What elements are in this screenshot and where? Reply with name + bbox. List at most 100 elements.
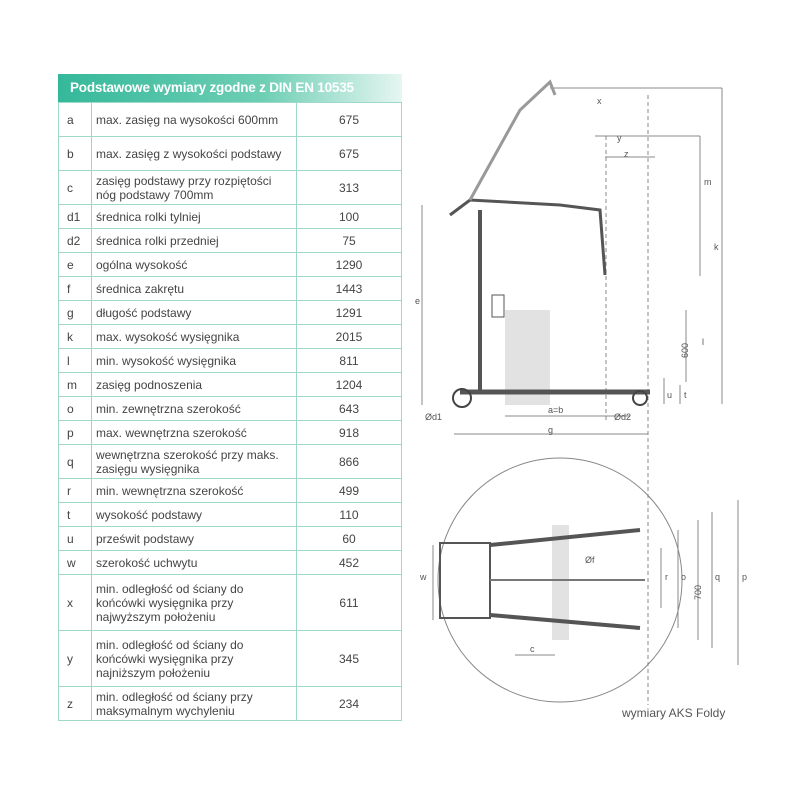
side-view-dimension-lines (421, 87, 723, 705)
row-key: p (58, 420, 92, 445)
row-key: m (58, 372, 92, 397)
row-key: l (58, 348, 92, 373)
row-key: t (58, 502, 92, 527)
row-value: 60 (296, 526, 402, 551)
label-m: m (704, 177, 712, 187)
label-g: g (548, 425, 553, 435)
label-w: w (419, 572, 427, 582)
base-leg-upper (489, 528, 641, 547)
row-value: 811 (296, 348, 402, 373)
row-key: b (58, 136, 92, 171)
row-description: prześwit podstawy (91, 526, 297, 551)
row-description: min. odległość od ściany do końcówki wys… (91, 574, 297, 631)
top-reference-block (552, 525, 569, 640)
row-description: max. zasięg z wysokości podstawy (91, 136, 297, 171)
row-key: u (58, 526, 92, 551)
label-600: 600 (680, 343, 690, 358)
label-q: q (715, 572, 720, 582)
label-t: t (684, 390, 687, 400)
label-k: k (714, 242, 719, 252)
row-description: długość podstawy (91, 300, 297, 325)
spec-table-panel: Podstawowe wymiary zgodne z DIN EN 10535… (58, 74, 402, 721)
row-description: wewnętrzna szerokość przy maks. zasięgu … (91, 444, 297, 479)
row-description: średnica zakrętu (91, 276, 297, 301)
label-x: x (597, 96, 602, 106)
control-box (491, 294, 505, 318)
row-description: szerokość uchwytu (91, 550, 297, 575)
row-key: e (58, 252, 92, 277)
row-value: 1443 (296, 276, 402, 301)
label-ab: a=b (548, 405, 563, 415)
row-key: d2 (58, 228, 92, 253)
label-z: z (624, 149, 629, 159)
label-l: l (702, 337, 704, 347)
row-value: 1291 (296, 300, 402, 325)
row-value: 2015 (296, 324, 402, 349)
label-u: u (667, 390, 672, 400)
label-d2: Ød2 (614, 412, 631, 422)
row-value: 452 (296, 550, 402, 575)
row-description: min. wewnętrzna szerokość (91, 478, 297, 503)
boom-low (449, 198, 607, 276)
lift-side-view (449, 79, 650, 408)
label-p: p (742, 572, 747, 582)
row-description: max. wysokość wysięgnika (91, 324, 297, 349)
row-value: 918 (296, 420, 402, 445)
label-y: y (617, 133, 622, 143)
row-description: min. odległość od ściany do końcówki wys… (91, 630, 297, 687)
label-o: o (681, 572, 686, 582)
row-value: 1290 (296, 252, 402, 277)
row-description: wysokość podstawy (91, 502, 297, 527)
row-description: zasięg podnoszenia (91, 372, 297, 397)
row-description: max. zasięg na wysokości 600mm (91, 102, 297, 137)
label-700: 700 (693, 585, 703, 600)
row-value: 234 (296, 686, 402, 721)
top-view-dimension-lines (432, 457, 739, 703)
row-value: 611 (296, 574, 402, 631)
boom-high (468, 79, 557, 201)
row-key: g (58, 300, 92, 325)
rear-wheel-icon (452, 388, 472, 408)
label-f: Øf (585, 555, 595, 565)
row-key: o (58, 396, 92, 421)
front-wheel-icon (632, 390, 648, 406)
diagram-labels: x y z m k l e 600 u t Ød1 Ød2 a=b g w Øf… (415, 96, 747, 654)
dimension-diagram: x y z m k l e 600 u t Ød1 Ød2 a=b g w Øf… (415, 79, 747, 705)
label-c: c (530, 644, 535, 654)
row-description: średnica rolki przedniej (91, 228, 297, 253)
row-key: z (58, 686, 92, 721)
row-description: min. wysokość wysięgnika (91, 348, 297, 373)
row-value: 675 (296, 136, 402, 171)
row-key: r (58, 478, 92, 503)
row-key: a (58, 102, 92, 137)
row-key: k (58, 324, 92, 349)
reference-block (505, 310, 550, 405)
row-value: 100 (296, 204, 402, 229)
row-key: y (58, 630, 92, 687)
turning-circle (437, 457, 683, 703)
row-key: x (58, 574, 92, 631)
row-key: q (58, 444, 92, 479)
row-value: 345 (296, 630, 402, 687)
row-description: min. zewnętrzna szerokość (91, 396, 297, 421)
diagram-caption: wymiary AKS Foldy (622, 706, 726, 720)
